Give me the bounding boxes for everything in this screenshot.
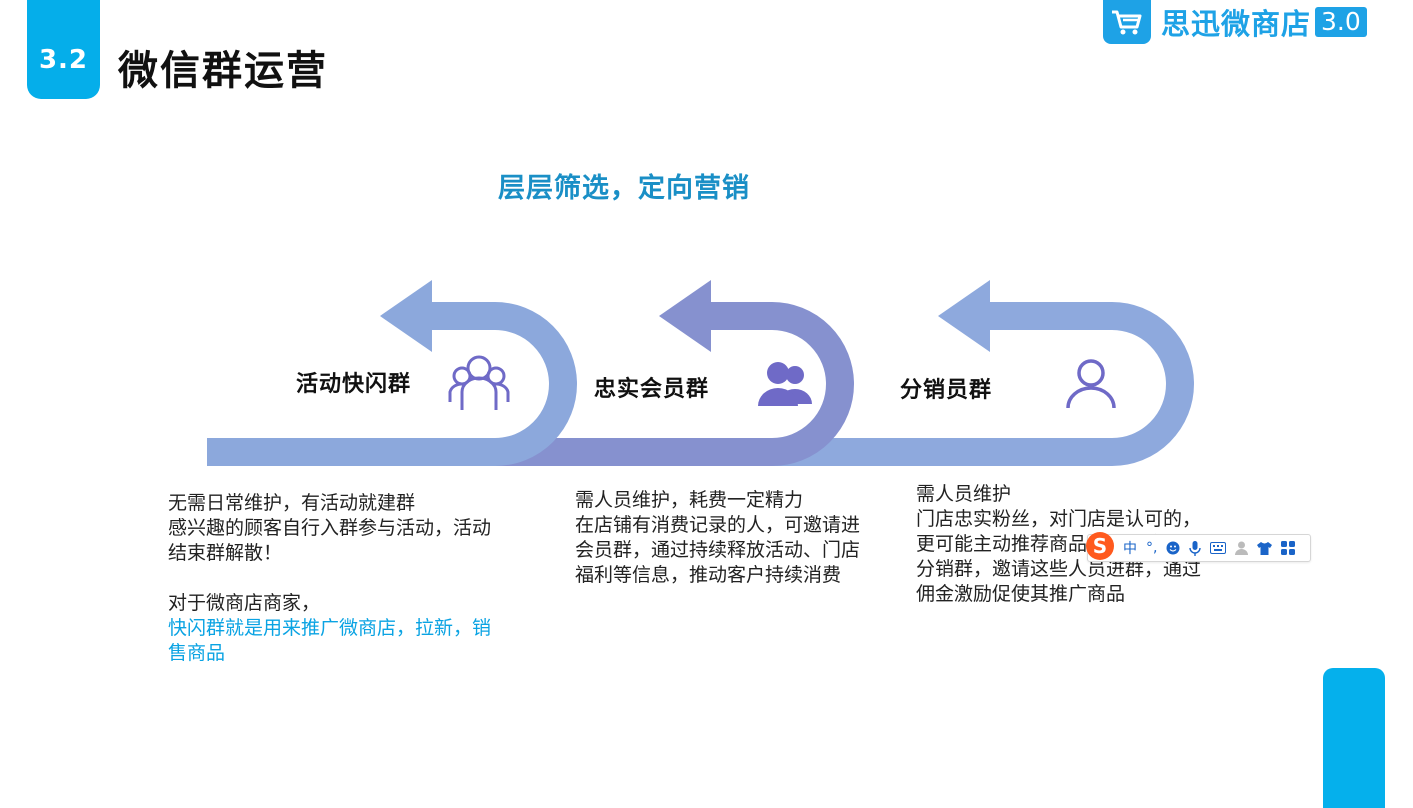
user-icon[interactable] — [1235, 541, 1249, 555]
slide-subtitle: 层层筛选，定向营销 — [498, 173, 750, 204]
stage-1-desc-line: 无需日常维护，有活动就建群 — [168, 492, 416, 514]
stage-2-desc-line: 会员群，通过持续释放活动、门店 — [575, 539, 861, 561]
stage-3-desc-line: 门店忠实粉丝，对门店是认可的， — [916, 508, 1202, 530]
brand-logo: 思迅微商店 3.0 — [1103, 0, 1367, 44]
stage-2-desc-line: 需人员维护，耗费一定精力 — [575, 489, 804, 511]
group-outline-icon — [448, 355, 510, 410]
decorative-side-bar — [1323, 668, 1385, 808]
keyboard-icon[interactable] — [1210, 542, 1227, 554]
brand-version: 3.0 — [1315, 7, 1367, 37]
ime-mode-toggle[interactable]: 中 — [1123, 541, 1137, 557]
cart-icon — [1103, 0, 1151, 44]
stage-3-desc-line: 需人员维护 — [916, 483, 1012, 505]
funnel-flow-diagram — [207, 280, 1194, 466]
stage-1-desc-line: 结束群解散！ — [168, 542, 283, 564]
stage-1-desc-line: 感兴趣的顾客自行入群参与活动，活动 — [168, 517, 492, 539]
skin-shirt-icon[interactable] — [1257, 541, 1273, 555]
stage-1-note-highlight: 售商品 — [168, 642, 226, 664]
stage-3-arrow — [770, 280, 1194, 466]
section-number: 3.2 — [38, 45, 89, 75]
ime-punct-toggle[interactable]: °, — [1146, 540, 1158, 556]
stage-1-label: 活动快闪群 — [296, 372, 412, 397]
stage-3-desc-line: 分销群，邀请这些人员进群，通过 — [916, 558, 1202, 580]
ime-logo[interactable]: S — [1086, 532, 1114, 560]
stage-3-label: 分销员群 — [900, 378, 993, 403]
page-title: 微信群运营 — [118, 48, 328, 94]
stage-3-desc-line: 佣金激励促使其推广商品 — [916, 583, 1126, 605]
toolbox-icon[interactable] — [1281, 541, 1296, 555]
emoji-icon[interactable] — [1166, 541, 1180, 555]
ime-toolbar[interactable]: S 中 °, — [1086, 532, 1311, 562]
brand-name: 思迅微商店 — [1161, 7, 1312, 41]
stage-1-description: 无需日常维护，有活动就建群 感兴趣的顾客自行入群参与活动，活动 结束群解散！ 对… — [168, 491, 491, 666]
person-outline-icon — [1066, 359, 1116, 409]
stage-2-arrow — [490, 280, 854, 466]
stage-2-description: 需人员维护，耗费一定精力 在店铺有消费记录的人，可邀请进 会员群，通过持续释放活… — [575, 488, 860, 588]
group-solid-icon — [758, 362, 812, 406]
stage-1-arrow — [207, 280, 577, 466]
microphone-icon[interactable] — [1189, 540, 1202, 556]
stage-2-label: 忠实会员群 — [594, 377, 710, 402]
section-number-tab: 3.2 — [27, 0, 100, 99]
stage-2-desc-line: 福利等信息，推动客户持续消费 — [575, 564, 842, 586]
stage-1-note-highlight: 快闪群就是用来推广微商店，拉新，销 — [168, 617, 492, 639]
stage-2-desc-line: 在店铺有消费记录的人，可邀请进 — [575, 514, 861, 536]
stage-1-note-intro: 对于微商店商家， — [168, 592, 321, 614]
